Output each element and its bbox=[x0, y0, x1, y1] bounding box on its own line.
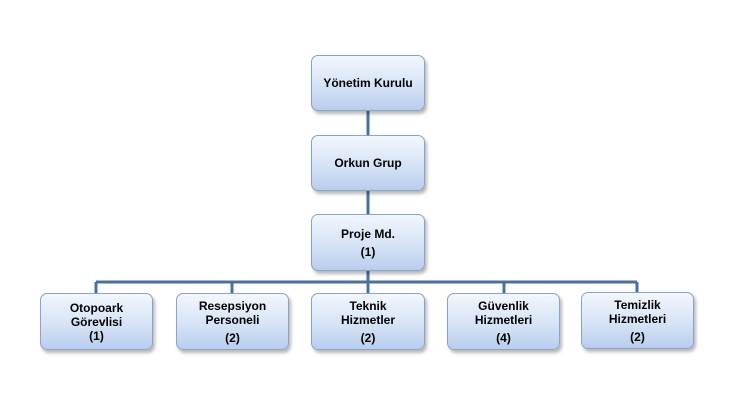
node-reception-line2: Personeli bbox=[205, 312, 260, 327]
node-pm-count: (1) bbox=[360, 244, 376, 259]
node-board-label: Yönetim Kurulu bbox=[323, 76, 413, 90]
node-cleaning-line2: Hizmetleri bbox=[608, 311, 667, 326]
node-security-line2: Hizmetleri bbox=[474, 312, 533, 327]
node-reception-line1: Resepsiyon bbox=[198, 298, 267, 313]
node-security: Güvenlik Hizmetleri (4) bbox=[447, 293, 560, 350]
node-parking-line2: Görevlisi bbox=[70, 314, 123, 329]
node-group-label: Orkun Grup bbox=[334, 156, 402, 170]
node-parking-count: (1) bbox=[89, 328, 104, 343]
node-board: Yönetim Kurulu bbox=[311, 55, 425, 111]
node-pm: Proje Md. (1) bbox=[311, 214, 425, 271]
node-technical-line2: Hizmetler bbox=[340, 312, 396, 327]
node-cleaning: Temizlik Hizmetleri (2) bbox=[581, 292, 694, 349]
node-group: Orkun Grup bbox=[311, 135, 425, 191]
node-parking: Otopoark Görevlisi (1) bbox=[40, 293, 153, 350]
node-technical-line1: Teknik bbox=[349, 298, 387, 313]
node-security-count: (4) bbox=[496, 330, 511, 345]
node-parking-line1: Otopoark bbox=[69, 300, 124, 315]
node-technical-count: (2) bbox=[360, 330, 376, 345]
node-pm-label: Proje Md. bbox=[340, 226, 395, 241]
node-reception-count: (2) bbox=[225, 330, 240, 345]
node-technical: Teknik Hizmetler (2) bbox=[311, 293, 425, 350]
node-cleaning-count: (2) bbox=[630, 329, 645, 344]
node-cleaning-line1: Temizlik bbox=[614, 297, 661, 312]
node-security-line1: Güvenlik bbox=[478, 298, 529, 313]
node-reception: Resepsiyon Personeli (2) bbox=[176, 293, 289, 350]
